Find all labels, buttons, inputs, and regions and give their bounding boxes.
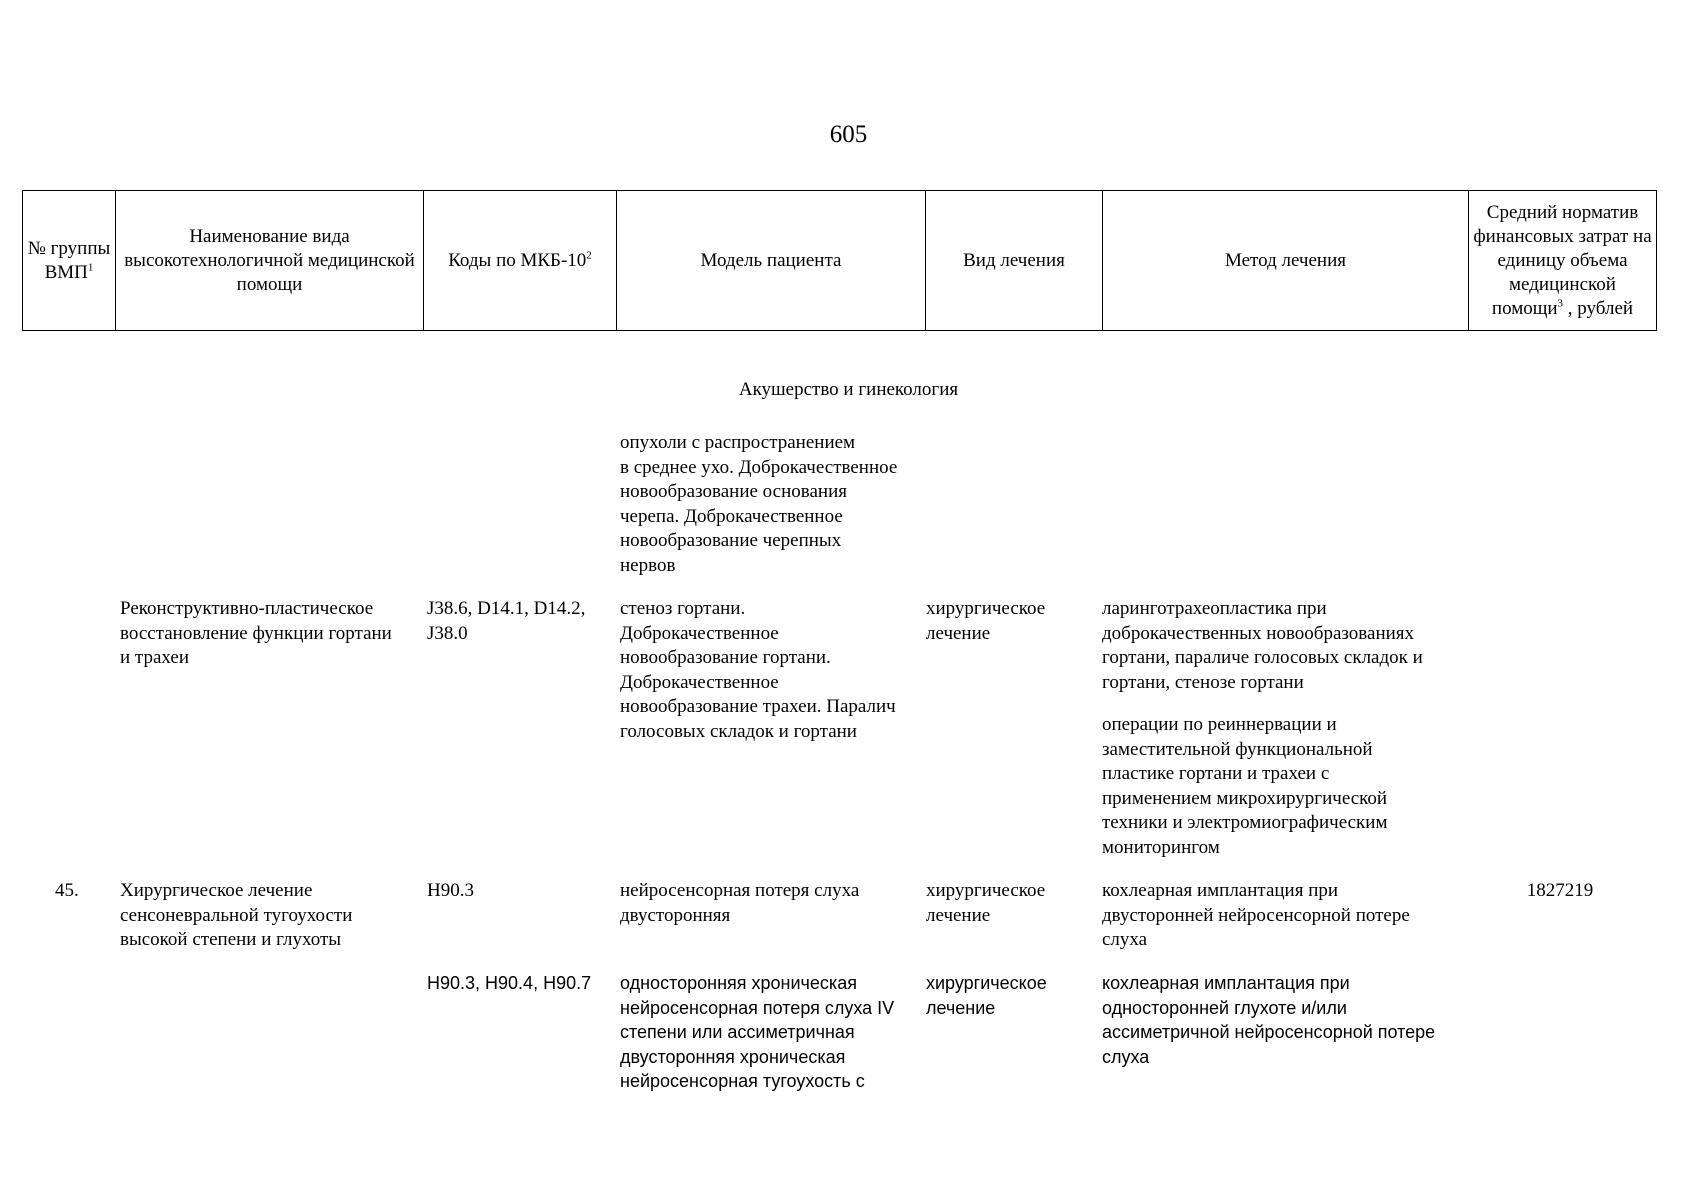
cost-cell: 1827219: [1526, 880, 1594, 901]
header-icd-codes: Коды по МКБ-102: [423, 190, 617, 331]
header-name: Наименование вида высокотехнологичной ме…: [115, 190, 424, 331]
icd-codes-cell: H90.3, H90.4, H90.7: [427, 973, 592, 993]
header-treatment-method: Метод лечения: [1102, 190, 1469, 331]
care-name-cell: Реконструктивно-пластическое восстановле…: [120, 598, 392, 668]
patient-model-cell: стеноз гортани. Доброкачественное новооб…: [620, 598, 896, 742]
patient-model-cell: односторонняя хроническая нейросенсорная…: [620, 973, 895, 1091]
patient-model-cell: нейросенсорная потеря слуха двусторонняя: [620, 880, 860, 926]
icd-codes-cell: J38.6, D14.1, D14.2, J38.0: [427, 598, 586, 644]
header-patient-model: Модель пациента: [616, 190, 926, 331]
treatment-type-cell: хирургическое лечение: [926, 973, 1047, 1018]
group-number-cell: 45.: [55, 880, 79, 901]
care-name-cell: Хирургическое лечение сенсоневральной ту…: [120, 880, 353, 950]
treatment-type-cell: хирургическое лечение: [926, 598, 1046, 644]
table-header: № группы ВМП1 Наименование вида высокоте…: [22, 190, 1657, 331]
header-treatment-type: Вид лечения: [925, 190, 1103, 331]
section-title: Акушерство и гинекология: [738, 379, 959, 400]
patient-model-cell: опухоли с распространением в среднее ухо…: [620, 432, 898, 576]
treatment-method-cell: кохлеарная имплантация при односторонней…: [1102, 973, 1436, 1067]
treatment-method-cell: ларинготрахеопластика при доброкачествен…: [1102, 598, 1423, 693]
treatment-method-cell: кохлеарная имплантация при двусторонней …: [1102, 880, 1410, 950]
icd-codes-cell: H90.3: [427, 880, 474, 901]
treatment-method-cell: операции по реиннервации и заместительно…: [1102, 714, 1388, 858]
page-number: 605: [829, 121, 868, 148]
header-cost: Средний норматив финансовых затрат на ед…: [1468, 190, 1657, 331]
treatment-type-cell: хирургическое лечение: [926, 880, 1046, 926]
header-group-number: № группы ВМП1: [22, 190, 116, 331]
